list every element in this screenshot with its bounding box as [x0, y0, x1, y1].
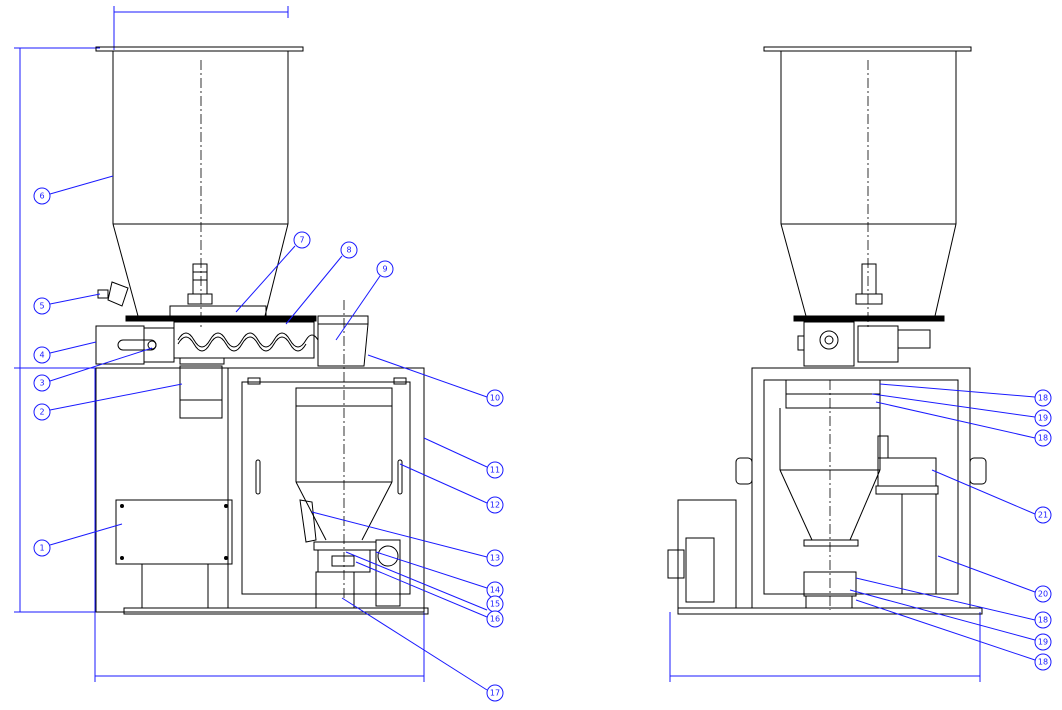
side-frame: [677, 367, 987, 615]
screw-feeder: [95, 321, 319, 365]
callout-5-label: 5: [39, 302, 44, 311]
callout-10-label: 10: [490, 394, 500, 403]
callout-4-label: 4: [39, 351, 44, 360]
callout-14: 14: [486, 581, 504, 599]
callout-18-low: 18: [1034, 611, 1052, 629]
callout-6-label: 6: [39, 192, 44, 201]
discharge-valve: [313, 539, 401, 609]
hopper-coupling: [169, 263, 267, 317]
callout-13: 13: [486, 549, 504, 567]
callout-17-label: 17: [490, 689, 500, 698]
control-box: [115, 499, 233, 609]
callout-18-top-label: 18: [1038, 394, 1048, 403]
callout-2: 2: [33, 403, 51, 421]
discharge-spout: [317, 315, 369, 367]
callout-21-label: 21: [1038, 511, 1048, 520]
dimension-lines-side: [669, 612, 981, 682]
callout-18-bottom-label: 18: [1038, 658, 1048, 667]
agitator-motor: [97, 281, 129, 307]
side-weigh-hopper: [779, 379, 881, 610]
dimension-lines-front: [14, 6, 425, 682]
frame: [95, 367, 429, 615]
callout-7: 7: [293, 231, 311, 249]
callout-3-label: 3: [39, 379, 44, 388]
callout-15: 15: [486, 595, 504, 613]
callout-19-bottom-label: 19: [1038, 638, 1048, 647]
callout-11-label: 11: [490, 466, 500, 475]
callout-18-bottom: 18: [1034, 653, 1052, 671]
callout-10: 10: [486, 389, 504, 407]
feeder-flange: [125, 315, 317, 322]
callout-19-bottom: 19: [1034, 633, 1052, 651]
callout-18-low-label: 18: [1038, 616, 1048, 625]
callout-12: 12: [486, 496, 504, 514]
callout-17: 17: [486, 684, 504, 702]
callout-11: 11: [486, 461, 504, 479]
callout-16-label: 16: [490, 615, 500, 624]
feeder-gear-motor: [179, 365, 223, 419]
callout-1-label: 1: [39, 544, 44, 553]
callout-5: 5: [33, 297, 51, 315]
weigh-hopper: [295, 300, 393, 600]
callout-19-top: 19: [1034, 409, 1052, 427]
callout-6: 6: [33, 187, 51, 205]
callout-9: 9: [376, 260, 394, 278]
callout-20: 20: [1034, 585, 1052, 603]
callout-12-label: 12: [490, 501, 500, 510]
side-view: [667, 46, 987, 682]
callout-20-label: 20: [1038, 590, 1048, 599]
callout-9-label: 9: [382, 265, 387, 274]
callout-4: 4: [33, 346, 51, 364]
callout-8-label: 8: [346, 246, 351, 255]
front-view: [14, 6, 429, 682]
callout-3: 3: [33, 374, 51, 392]
callout-7-label: 7: [299, 236, 304, 245]
callout-13-label: 13: [490, 554, 500, 563]
side-controller: [875, 435, 939, 595]
callout-18-mid: 18: [1034, 429, 1052, 447]
callout-16: 16: [486, 610, 504, 628]
callout-2-label: 2: [39, 408, 44, 417]
callout-18-mid-label: 18: [1038, 434, 1048, 443]
callout-1: 1: [33, 539, 51, 557]
callout-14-label: 14: [490, 586, 500, 595]
callout-8: 8: [340, 241, 358, 259]
callout-15-label: 15: [490, 600, 500, 609]
callout-18-top: 18: [1034, 389, 1052, 407]
side-feeder: [797, 321, 931, 367]
gate-actuator: [299, 499, 317, 543]
callout-19-top-label: 19: [1038, 414, 1048, 423]
hopper: [95, 46, 304, 330]
leader-lines: [49, 175, 1036, 691]
side-hopper: [763, 46, 972, 330]
side-air-unit: [667, 499, 737, 609]
callout-21: 21: [1034, 506, 1052, 524]
